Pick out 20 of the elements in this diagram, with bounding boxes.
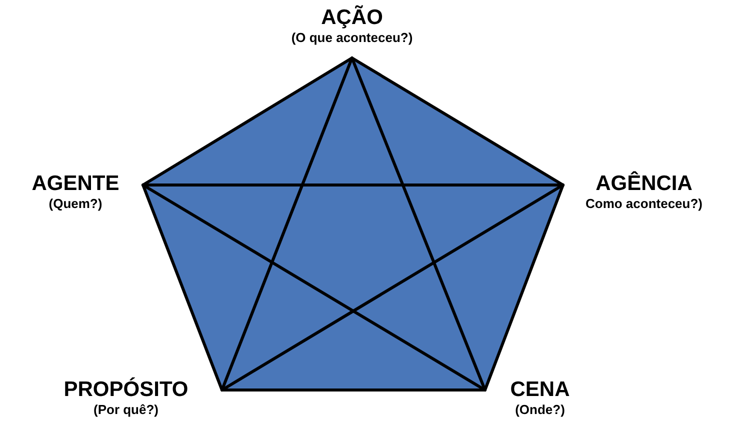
connector-line bbox=[484, 184, 564, 392]
connector-line bbox=[220, 388, 486, 392]
connector-line bbox=[142, 184, 564, 186]
vertex-question: (Por quê?) bbox=[94, 402, 158, 418]
vertex-title: CENA bbox=[510, 378, 570, 402]
vertex-title: AGENTE bbox=[32, 172, 120, 196]
vertex-title: PROPÓSITO bbox=[64, 378, 188, 402]
vertex-title: AGÊNCIA bbox=[596, 172, 692, 196]
vertex-title: AÇÃO bbox=[321, 6, 383, 30]
connector-line bbox=[350, 56, 486, 392]
connector-line bbox=[142, 184, 224, 392]
vertex-question: (Quem?) bbox=[48, 196, 102, 212]
connector-line bbox=[142, 56, 354, 186]
connector-line bbox=[220, 184, 564, 392]
connector-line bbox=[220, 56, 354, 392]
vertex-question: (O que aconteceu?) bbox=[291, 30, 413, 46]
vertex-question: (Onde?) bbox=[515, 402, 565, 418]
connector-line bbox=[350, 56, 564, 186]
vertex-question: Como aconteceu?) bbox=[585, 196, 702, 212]
connector-line bbox=[142, 184, 486, 392]
